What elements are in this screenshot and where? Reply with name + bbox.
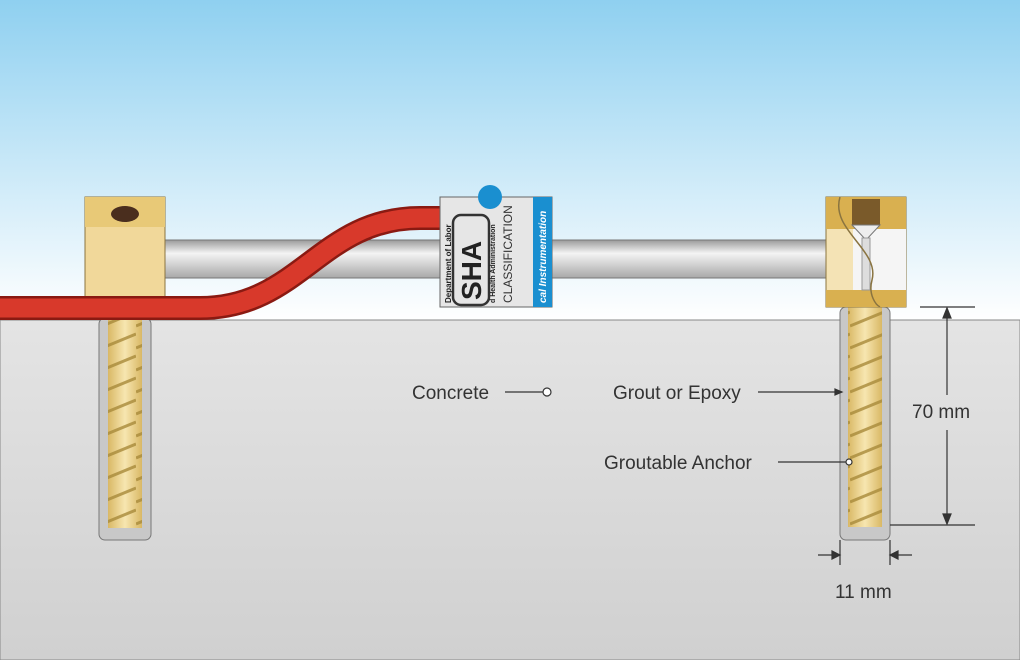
rod-right bbox=[547, 239, 831, 279]
left-anchor bbox=[98, 317, 152, 541]
sensor-body: Department of Labor SHA d Health Adminis… bbox=[439, 185, 553, 308]
sensor-dept-text: Department of Labor bbox=[444, 224, 453, 303]
label-depth-70mm: 70 mm bbox=[912, 402, 970, 423]
label-concrete: Concrete bbox=[412, 383, 489, 404]
sensor-admin-text: d Health Administration bbox=[490, 224, 497, 303]
right-mount-block bbox=[825, 196, 907, 308]
label-groutable-anchor: Groutable Anchor bbox=[604, 453, 753, 474]
sensor-logo: SHA bbox=[456, 241, 487, 300]
sensor-band-text: cal Instrumentation bbox=[538, 211, 549, 303]
label-diameter-11mm: 11 mm bbox=[835, 582, 892, 603]
sensor-classification-text: CLASSIFICATION bbox=[501, 205, 515, 303]
leader-lines bbox=[505, 306, 975, 565]
label-grout-or-epoxy: Grout or Epoxy bbox=[613, 383, 741, 404]
right-anchor bbox=[839, 306, 891, 541]
left-mount-block bbox=[84, 196, 166, 298]
